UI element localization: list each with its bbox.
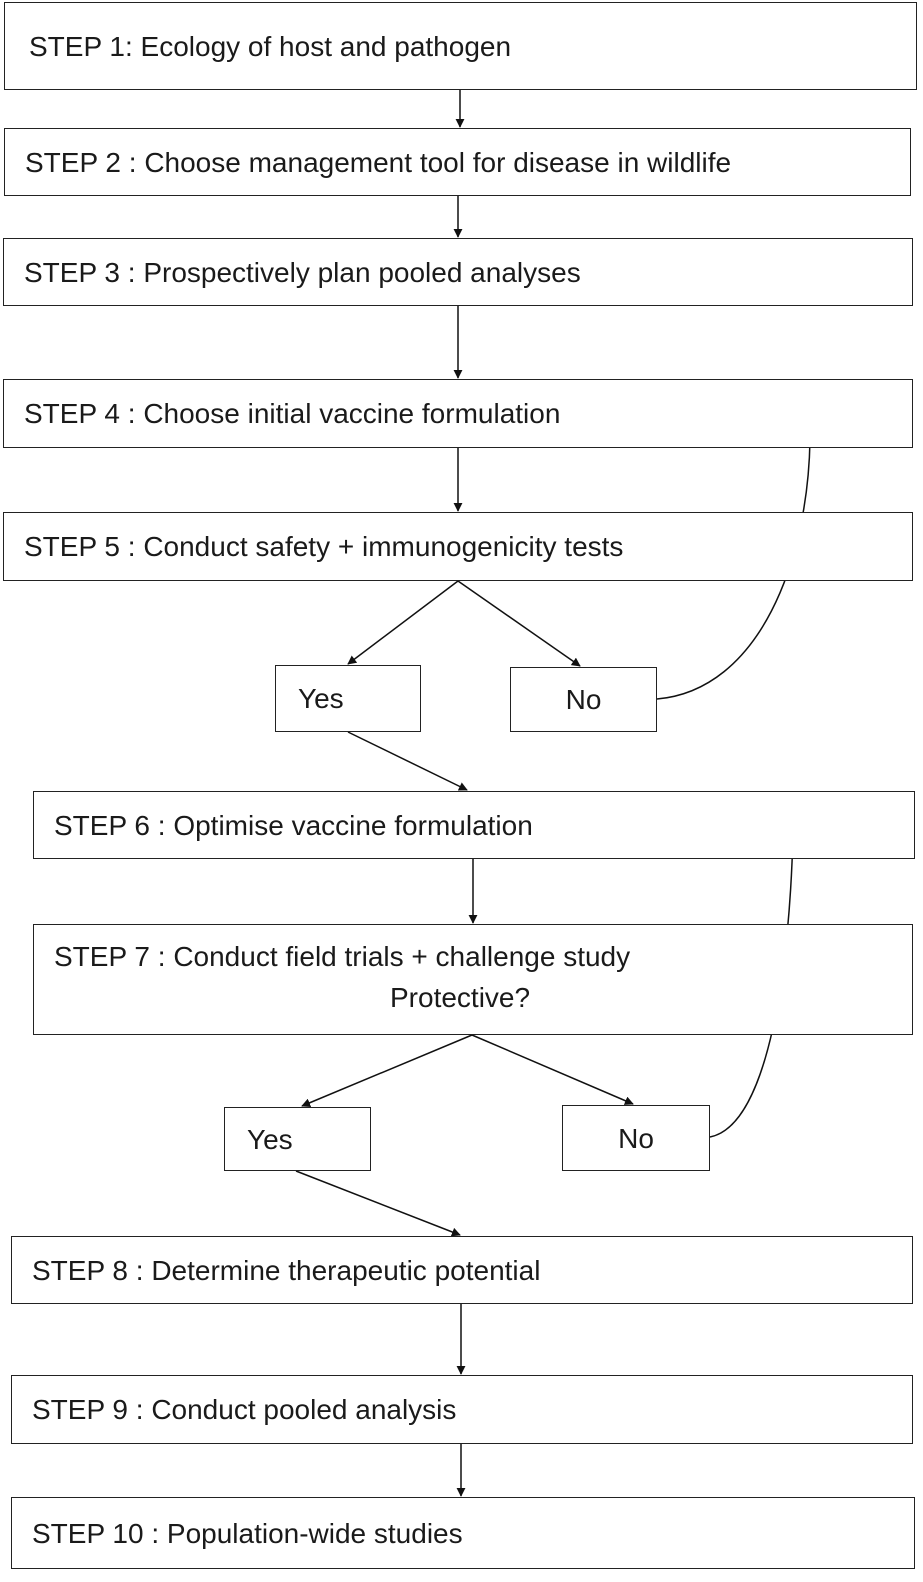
step-1-label: STEP 1: Ecology of host and pathogen: [29, 30, 512, 62]
step-5-yes-label: Yes: [298, 683, 344, 714]
step-7-yes-label: Yes: [247, 1123, 293, 1155]
step-7-label: STEP 7 : Conduct field trials + challeng…: [54, 941, 631, 972]
step-2-box: STEP 2 : Choose management tool for dise…: [4, 128, 911, 196]
loop-no-to-step4: [656, 439, 815, 700]
step-5-no-box: No: [510, 667, 657, 732]
step-7-no-box: No: [562, 1105, 710, 1171]
step-3-box: STEP 3 : Prospectively plan pooled analy…: [3, 238, 913, 306]
step-8-label: STEP 8 : Determine therapeutic potential: [32, 1254, 541, 1286]
arrow-yes-to-step8: [295, 1170, 461, 1237]
step-2-label: STEP 2 : Choose management tool for dise…: [25, 146, 732, 178]
step-7-box: STEP 7 : Conduct field trials + challeng…: [33, 924, 913, 1035]
arrow-yes-to-step6: [347, 731, 468, 791]
step-5-label: STEP 5 : Conduct safety + immunogenicity…: [24, 531, 624, 562]
step-9-label: STEP 9 : Conduct pooled analysis: [32, 1394, 457, 1425]
step-6-box: STEP 6 : Optimise vaccine formulation: [33, 791, 915, 859]
step-4-label: STEP 4 : Choose initial vaccine formulat…: [24, 398, 561, 429]
step-3-label: STEP 3 : Prospectively plan pooled analy…: [24, 256, 581, 288]
step-4-box: STEP 4 : Choose initial vaccine formulat…: [3, 379, 913, 448]
step-7-no-label: No: [618, 1122, 654, 1154]
arrow-step5-to-no: [457, 580, 581, 667]
step-10-label: STEP 10 : Population-wide studies: [32, 1517, 463, 1549]
step-5-no-label: No: [565, 684, 602, 715]
step-1-box: STEP 1: Ecology of host and pathogen: [4, 2, 917, 90]
step-7-question: Protective?: [390, 982, 531, 1013]
step-8-box: STEP 8 : Determine therapeutic potential: [11, 1236, 913, 1304]
step-5-yes-box: Yes: [275, 665, 421, 732]
arrow-step7-to-yes: [301, 1034, 473, 1108]
step-10-box: STEP 10 : Population-wide studies: [11, 1497, 915, 1569]
arrow-step7-to-no: [471, 1034, 634, 1105]
arrow-step5-to-yes: [347, 580, 459, 665]
step-6-label: STEP 6 : Optimise vaccine formulation: [54, 809, 533, 841]
step-7-yes-box: Yes: [224, 1107, 371, 1171]
step-9-box: STEP 9 : Conduct pooled analysis: [11, 1375, 913, 1444]
step-5-box: STEP 5 : Conduct safety + immunogenicity…: [3, 512, 913, 581]
